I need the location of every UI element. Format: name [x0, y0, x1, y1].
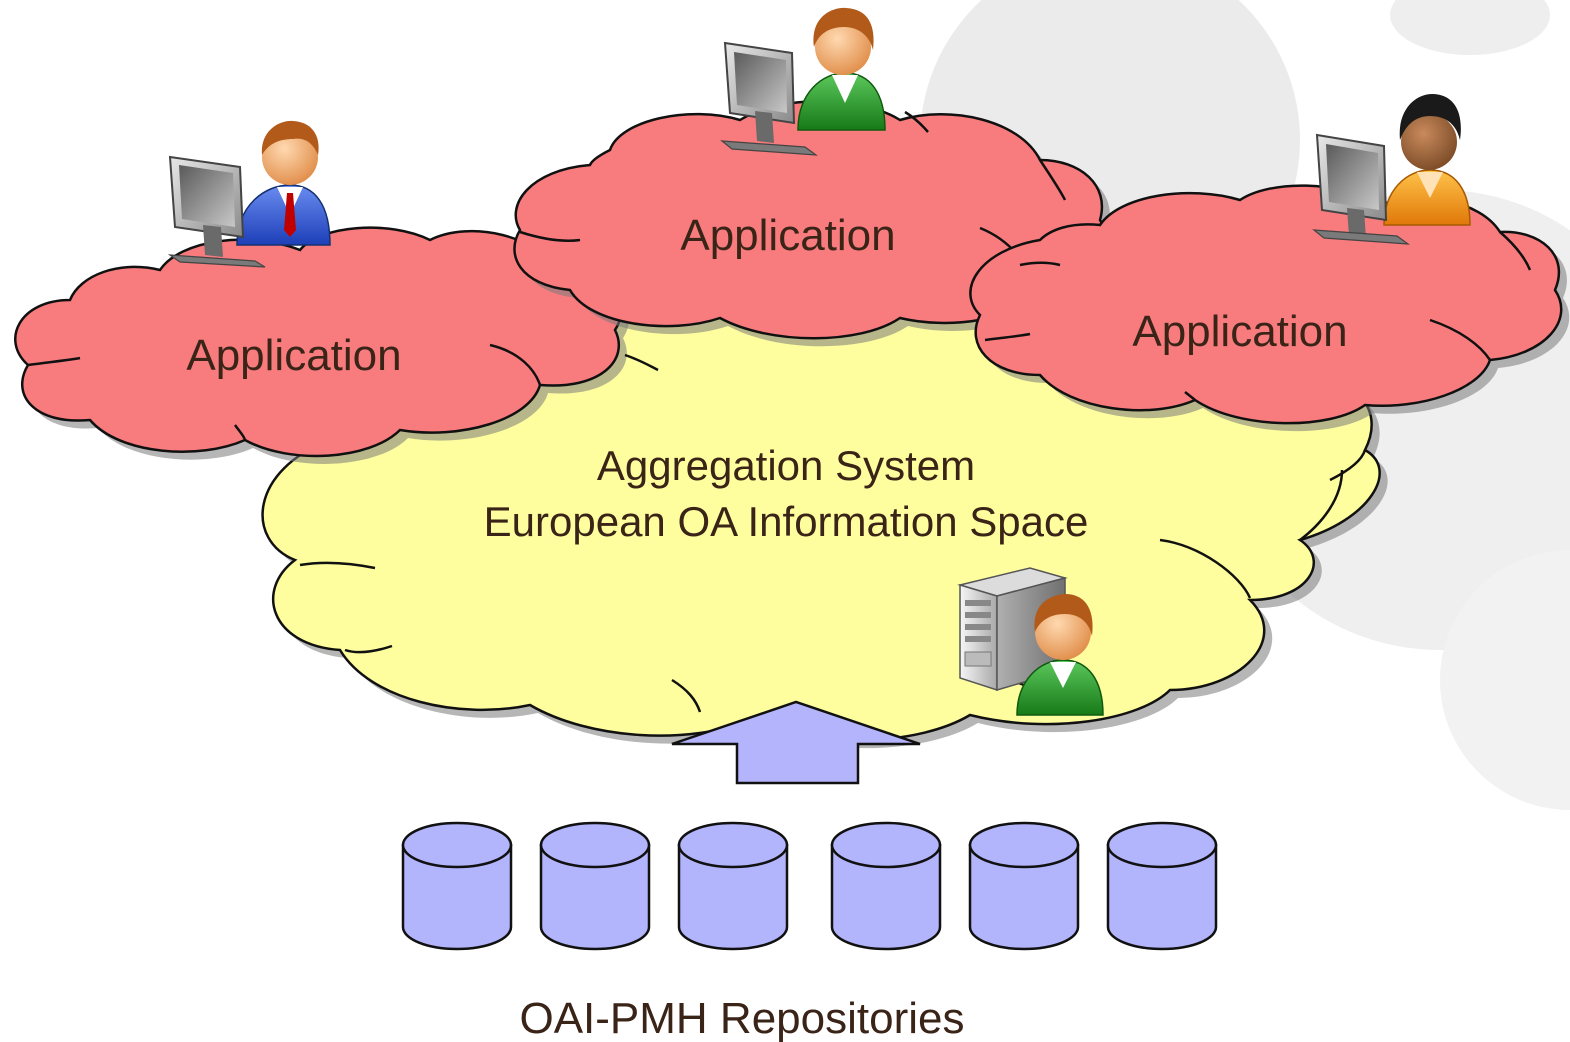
application-label-right: Application [1132, 307, 1347, 356]
admin-user-icon [1016, 594, 1104, 716]
database-icon [968, 821, 1080, 951]
monitor-icon [1312, 133, 1411, 245]
repository-databases [401, 821, 1218, 951]
application-cloud-left [14, 226, 659, 465]
up-arrow-icon [671, 700, 921, 785]
aggregation-server-admin [957, 567, 1104, 716]
application-label-center: Application [680, 211, 895, 260]
database-icon [1106, 821, 1218, 951]
application-cloud-center [513, 100, 1115, 347]
database-icon [401, 821, 513, 951]
user-workstation-center [720, 7, 886, 156]
repositories-label: OAI-PMH Repositories [519, 994, 964, 1042]
database-icon [830, 821, 942, 951]
database-icon [677, 821, 789, 951]
aggregation-system-subtitle: European OA Information Space [484, 498, 1089, 545]
server-icon [957, 567, 1068, 692]
aggregation-system-title: Aggregation System [597, 442, 975, 489]
user-workstation-right [1312, 94, 1471, 245]
user-orange-shirt-icon [1383, 94, 1471, 226]
monitor-icon [167, 155, 266, 268]
user-workstation-left [167, 120, 331, 268]
monitor-icon [720, 41, 819, 156]
user-green-shirt-icon [797, 7, 886, 131]
application-label-left: Application [186, 331, 401, 380]
database-icon [539, 821, 651, 951]
user-blue-suit-icon [236, 120, 331, 246]
application-cloud-right [969, 184, 1570, 432]
